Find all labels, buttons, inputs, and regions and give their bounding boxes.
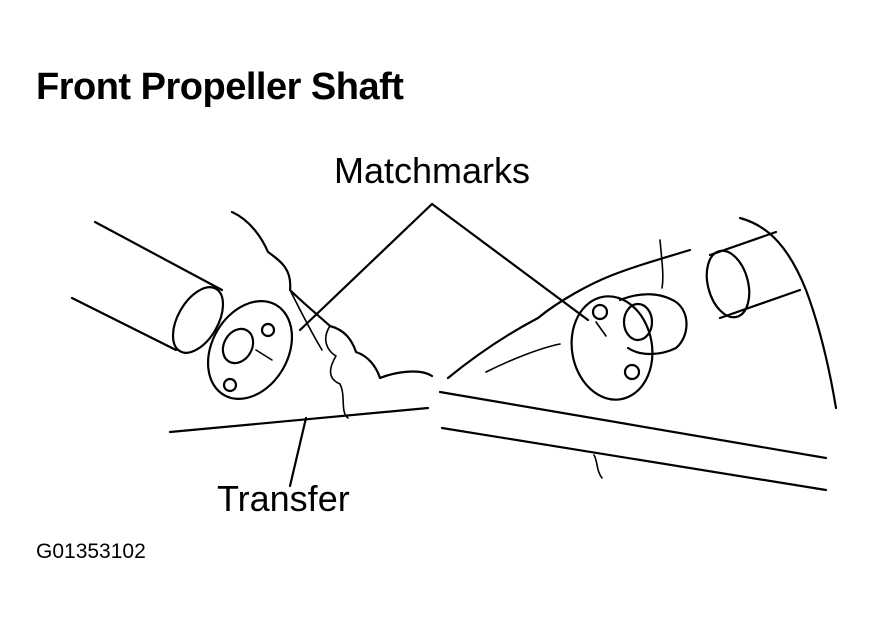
right-body-outline [738,216,838,410]
transfer-case-seam [289,289,323,351]
figure-title: Front Propeller Shaft [36,66,404,108]
transfer-leader [288,416,308,488]
transfer-label: Transfer [217,478,350,519]
left-flange-hub [221,327,255,365]
left-shaft-bottom-edge [70,296,178,352]
right-flange [570,295,654,401]
right-body-seam [659,239,664,289]
right-housing-detail [485,343,561,373]
right-matchmark [595,321,607,337]
callout-leaders [288,202,590,488]
matchmarks-leader-right [430,202,590,322]
left-flange [206,300,294,400]
left-flange-bolt-2 [222,377,238,393]
universal-joint-bearing [622,302,654,342]
left-matchmark [255,349,273,361]
right-flange-bolt-1 [591,303,609,321]
transfer-case-detail [324,325,349,419]
left-shaft-top-edge [93,220,224,292]
right-shaft-bottom-edge [718,288,802,320]
right-shaft-assembly [438,216,838,492]
right-ground-line-upper [438,390,828,460]
left-ground-line [168,406,430,434]
left-shaft-end [171,286,225,354]
right-ground-line-lower [440,426,828,492]
figure-code: G01353102 [36,540,146,563]
left-flange-bolt-1 [260,322,276,338]
left-shaft-assembly [70,210,434,434]
right-flange-bolt-2 [623,363,641,381]
right-shaft-end [705,249,751,319]
matchmarks-label: Matchmarks [334,150,531,191]
matchmarks-leader-left [298,202,434,332]
right-ground-detail [593,454,603,479]
right-housing-outline [446,248,692,380]
